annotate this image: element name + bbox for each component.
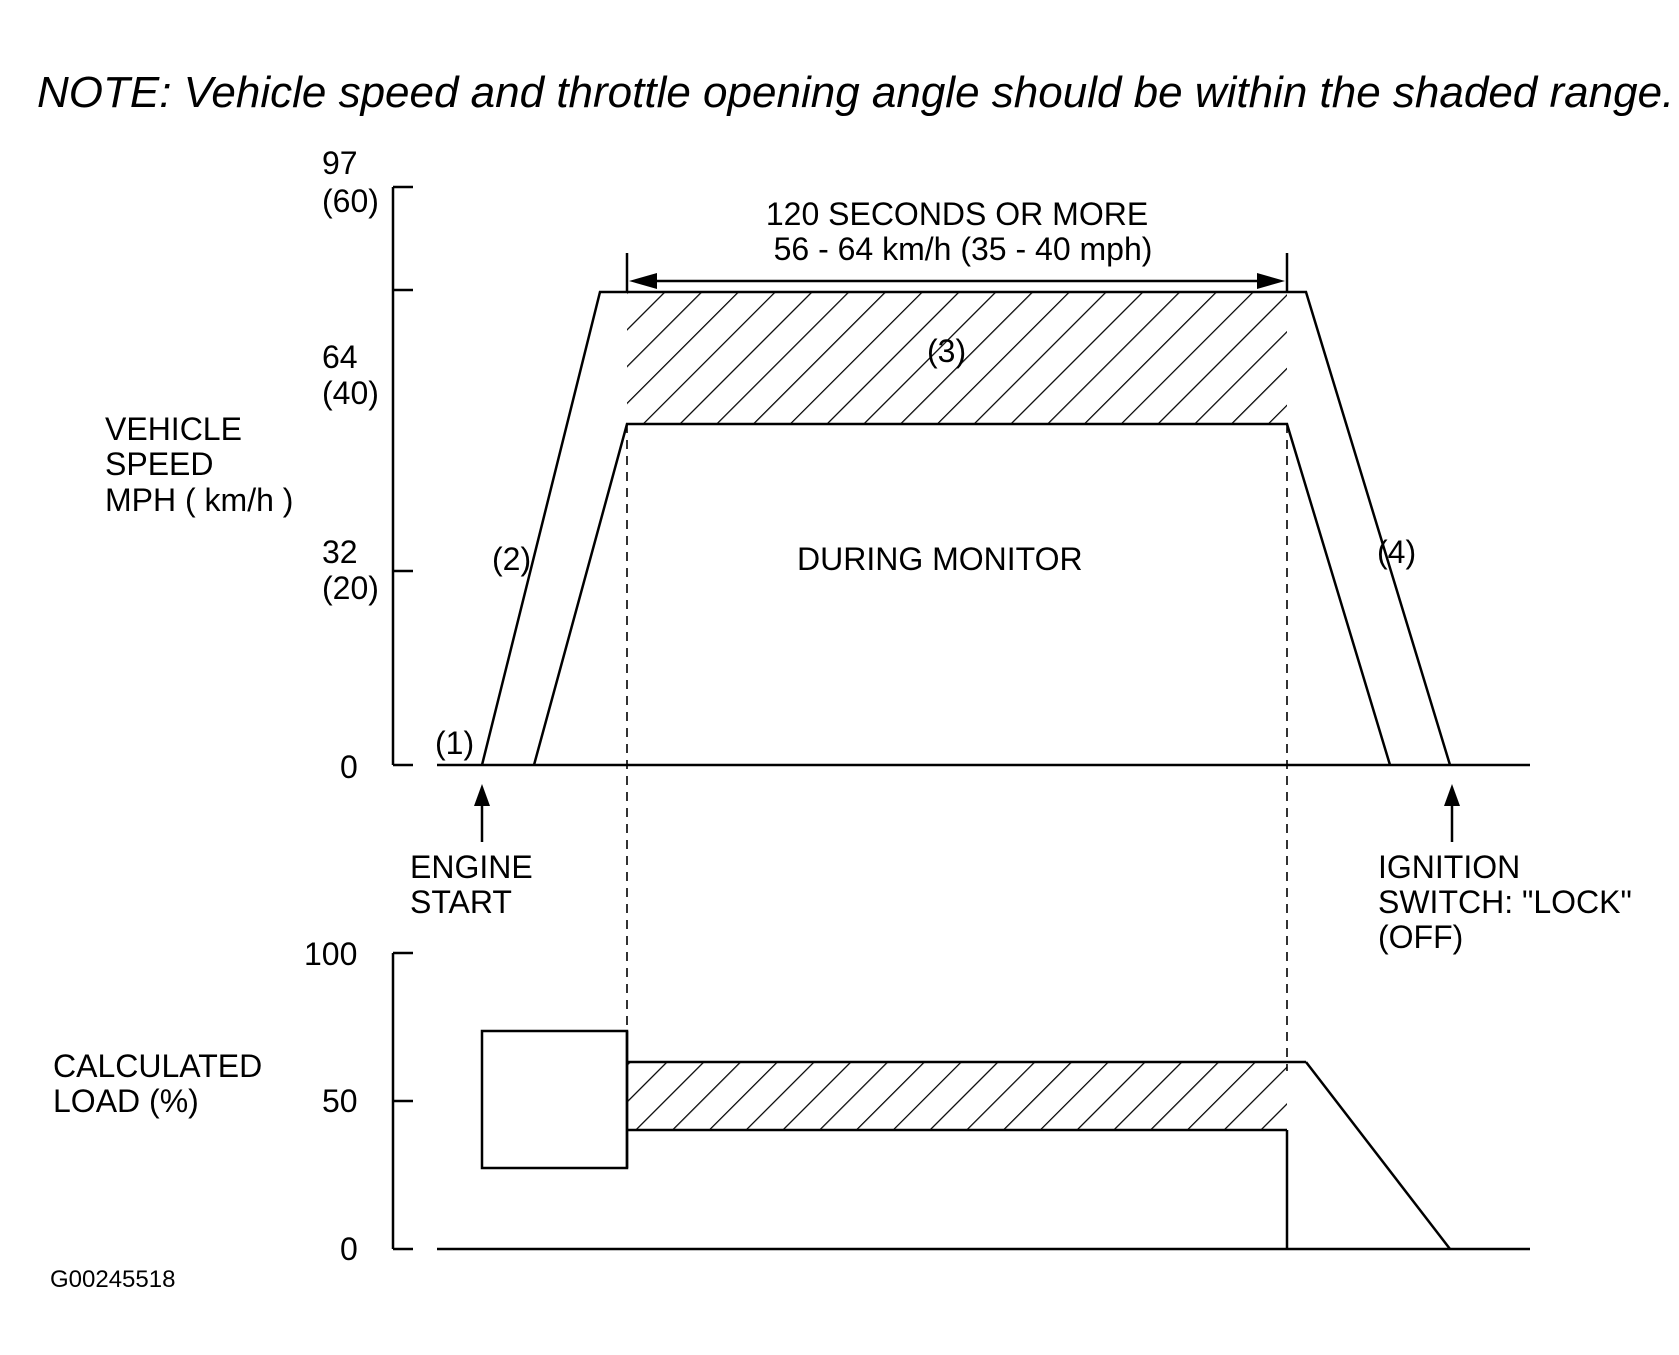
load-shaded-range xyxy=(627,1062,1287,1130)
during-monitor-label: DURING MONITOR xyxy=(797,541,1083,577)
speed-axis-title-line1: VEHICLE xyxy=(105,411,242,447)
load-axis-title-line1: CALCULATED xyxy=(53,1048,262,1084)
figure-code: G00245518 xyxy=(50,1266,175,1293)
engine-start-label-line1: ENGINE xyxy=(410,849,533,885)
phase-3-label: (3) xyxy=(927,333,966,369)
duration-text-line2: 56 - 64 km/h (35 - 40 mph) xyxy=(774,231,1153,267)
speed-tick-label-64-mph: 64 xyxy=(322,339,358,375)
speed-tick-label-64-kmh: (40) xyxy=(322,375,379,411)
ignition-arrow-icon xyxy=(1444,784,1460,806)
load-tick-label-0: 0 xyxy=(340,1231,358,1267)
ignition-label-line2: SWITCH: "LOCK" xyxy=(1378,884,1632,920)
speed-tick-label-32-kmh: (20) xyxy=(322,570,379,606)
load-tick-label-50: 50 xyxy=(322,1083,358,1119)
duration-right-arrow-icon xyxy=(1257,273,1285,289)
speed-tick-label-97-kmh: (60) xyxy=(322,183,379,219)
engine-start-arrow-icon xyxy=(474,784,490,806)
speed-tick-label-97-mph: 97 xyxy=(322,145,358,181)
load-axis-title-line2: LOAD (%) xyxy=(53,1083,199,1119)
load-tick-label-100: 100 xyxy=(304,936,357,972)
ignition-label-line3: (OFF) xyxy=(1378,919,1463,955)
ignition-label-line1: IGNITION xyxy=(1378,849,1520,885)
speed-lower-limit-line xyxy=(532,422,1392,766)
speed-axis-title-line2: SPEED xyxy=(105,446,213,482)
duration-text-line1: 120 SECONDS OR MORE xyxy=(766,196,1148,232)
speed-shaded-range xyxy=(627,292,1287,424)
engine-start-label-line2: START xyxy=(410,884,512,920)
speed-tick-label-0: 0 xyxy=(340,749,358,785)
speed-axis-title-line3: MPH ( km/h ) xyxy=(105,482,293,518)
speed-upper-limit-line xyxy=(480,290,1452,766)
duration-left-arrow-icon xyxy=(629,273,657,289)
note-text: NOTE: Vehicle speed and throttle opening… xyxy=(37,68,1674,117)
phase-2-label: (2) xyxy=(492,541,531,577)
speed-tick-label-32-mph: 32 xyxy=(322,534,358,570)
load-startup-range-box xyxy=(480,1029,629,1170)
phase-1-label: (1) xyxy=(435,725,474,761)
load-decel-line xyxy=(1305,1061,1451,1250)
phase-4-label: (4) xyxy=(1377,534,1416,570)
